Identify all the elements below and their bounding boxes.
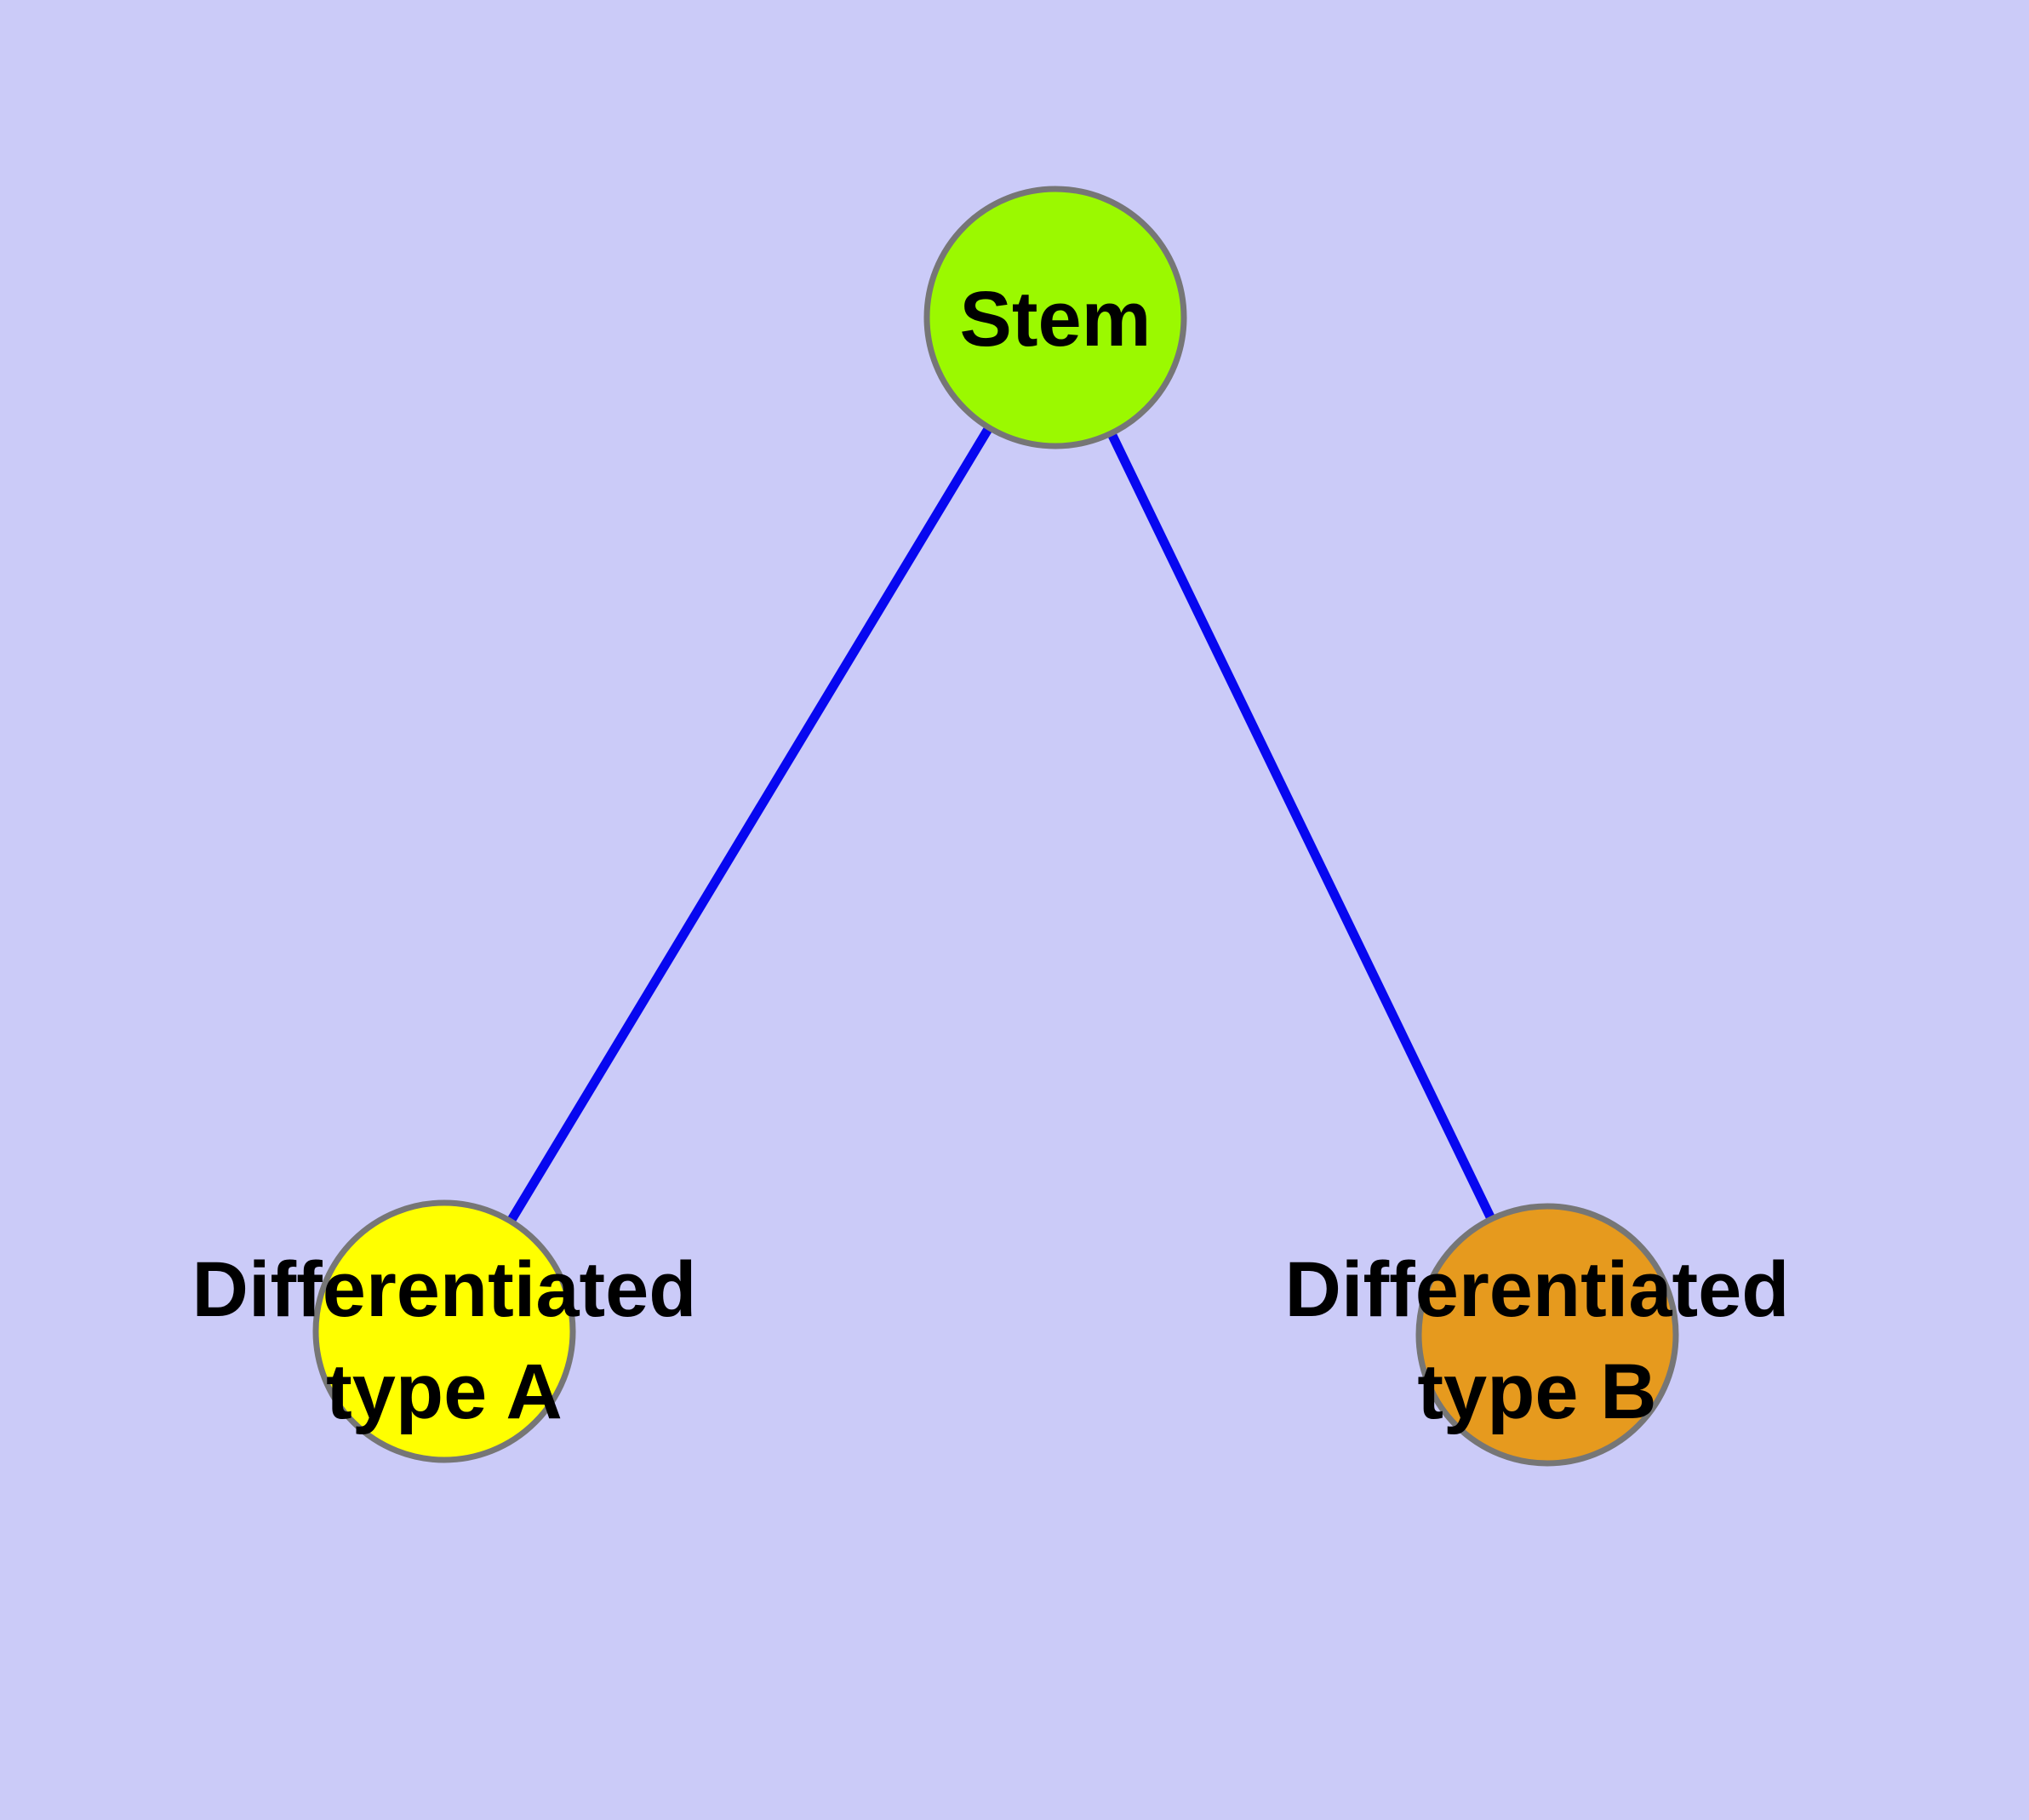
edge-stem-to-type-a <box>440 315 1060 1334</box>
node-differentiated-type-b <box>1415 1203 1679 1467</box>
node-stem-label: Stem <box>960 276 1152 363</box>
node-type-a-label-line1: Differentiated <box>192 1246 697 1333</box>
node-stem <box>923 186 1187 449</box>
edge-stem-to-type-b <box>1051 315 1552 1337</box>
node-differentiated-type-a <box>312 1199 576 1463</box>
node-type-a-label-line2: type A <box>326 1348 563 1435</box>
node-type-b-label-line2: type B <box>1417 1348 1656 1435</box>
node-type-b-label-line1: Differentiated <box>1285 1246 1790 1333</box>
